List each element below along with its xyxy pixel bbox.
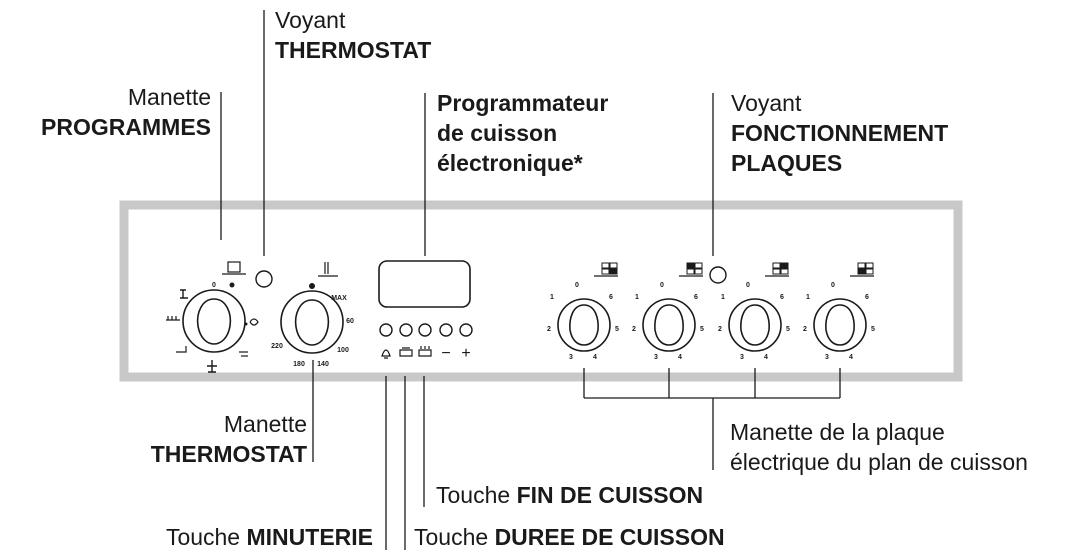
hob-knob-2[interactable]: 0 1 2 3 4 5 6 [632,262,704,361]
grill-icon [166,316,180,321]
fan-icon [207,360,217,373]
scale-140: 140 [317,361,329,368]
panel-frame [119,200,963,382]
plus-label: + [461,345,470,362]
pot-duration-icon [399,347,413,357]
burner-position-icon [765,262,789,277]
scale-60: 60 [346,318,354,325]
hob-scale-1: 1 [550,294,554,301]
label-manette-programmes: Manette PROGRAMMES [41,84,211,140]
thermostat-indicator-light [255,270,273,288]
minuterie-button[interactable] [379,323,393,337]
hob-scale-6: 6 [609,294,613,301]
minus-label: − [441,345,450,362]
hob-scale-4: 4 [849,354,853,361]
thermostat-knob[interactable]: MAX 60 100 140 180 220 [271,262,354,368]
scale-100: 100 [337,347,349,354]
label-touche-fin: Touche FIN DE CUISSON [436,482,704,508]
hob-scale-5: 5 [786,326,790,333]
hob-knob-4[interactable]: 0 1 2 3 4 5 6 [803,262,875,361]
hob-scale-6: 6 [780,294,784,301]
hob-scale-4: 4 [764,354,768,361]
hob-knob-1[interactable]: 0 1 2 3 4 5 6 [547,262,619,361]
scale-180: 180 [293,361,305,368]
hob-scale-1: 1 [806,294,810,301]
label-programmateur: Programmateur de cuisson électronique* [437,90,609,176]
hob-scale-0: 0 [660,282,664,289]
pot-end-icon [418,346,432,357]
label-touche-minuterie: Touche MINUTERIE [165,524,373,550]
bottom-heat-icon [176,346,187,353]
oven-icon [227,261,241,273]
label-touche-duree: Touche DUREE DE CUISSON [414,524,725,550]
hob-scale-6: 6 [865,294,869,301]
hob-scale-0: 0 [831,282,835,289]
burner-position-icon [594,262,618,277]
hob-scale-5: 5 [871,326,875,333]
hob-scale-4: 4 [593,354,597,361]
label-manette-thermostat: Manette THERMOSTAT [150,411,307,467]
hob-scale-1: 1 [635,294,639,301]
label-voyant-plaques: Voyant FONCTIONNEMENT PLAQUES [731,90,949,176]
burner-position-icon [850,262,874,277]
hob-indicator-light [709,266,727,284]
duree-button[interactable] [399,323,413,337]
hob-scale-3: 3 [825,354,829,361]
thermometer-icon [324,262,329,274]
hob-scale-6: 6 [694,294,698,301]
hob-scale-2: 2 [718,326,722,333]
label-manette-plaque: Manette de la plaque électrique du plan … [730,419,1028,475]
label-voyant-thermostat: Voyant THERMOSTAT [275,7,432,63]
scale-max: MAX [331,295,347,302]
hob-scale-5: 5 [700,326,704,333]
fin-button[interactable] [418,323,432,337]
hob-knob-3[interactable]: 0 1 2 3 4 5 6 [718,262,790,361]
hob-scale-3: 3 [569,354,573,361]
scale-220: 220 [271,343,283,350]
hob-scale-0: 0 [746,282,750,289]
hob-scale-2: 2 [632,326,636,333]
hob-scale-1: 1 [721,294,725,301]
minus-button[interactable] [439,323,453,337]
hob-scale-5: 5 [615,326,619,333]
svg-text:0: 0 [212,282,216,289]
burner-position-icon [679,262,703,277]
defrost-icon [249,318,259,326]
hob-scale-4: 4 [678,354,682,361]
hob-scale-2: 2 [803,326,807,333]
hob-scale-0: 0 [575,282,579,289]
hob-scale-3: 3 [654,354,658,361]
programmes-knob[interactable]: 0 [166,261,259,373]
turbo-grill-icon [180,289,188,299]
bell-icon [381,349,391,359]
hob-scale-3: 3 [740,354,744,361]
lamp-icon [229,282,235,288]
programmer-display [378,260,471,308]
plus-button[interactable] [459,323,473,337]
hob-scale-2: 2 [547,326,551,333]
